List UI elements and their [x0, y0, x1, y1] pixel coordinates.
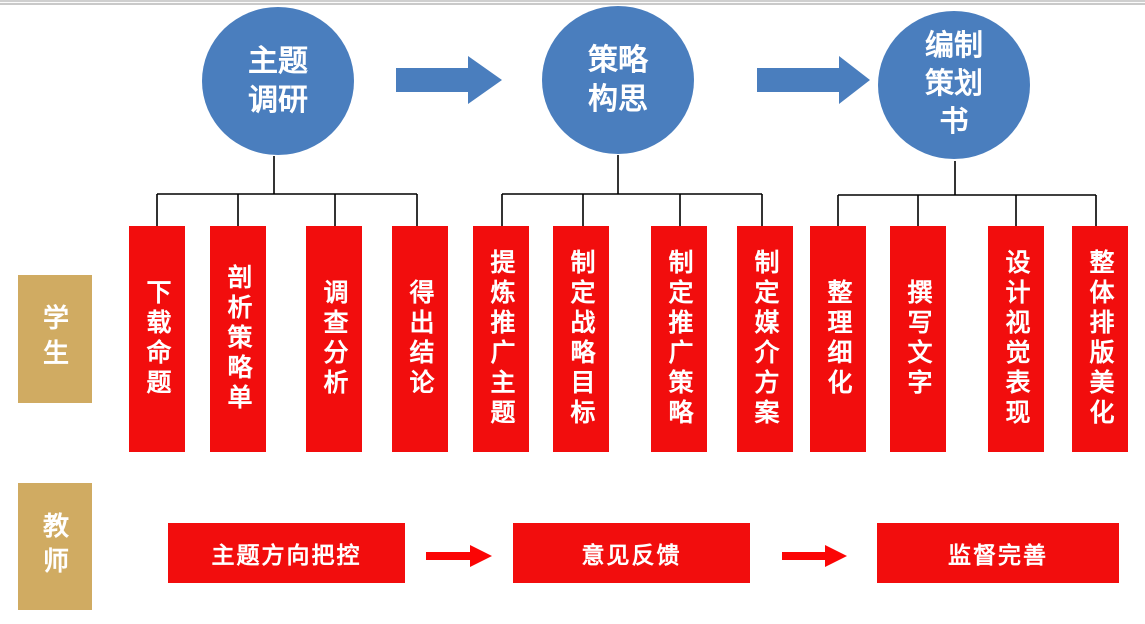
- student-task-bar: 提炼推广主题: [473, 226, 529, 452]
- teacher-flow-arrow-icon-1: [426, 545, 492, 567]
- teacher-task-box-direction-control: 主题方向把控: [168, 523, 405, 583]
- student-task-bar: 得出结论: [392, 226, 448, 452]
- flow-arrow-icon-2: [757, 56, 870, 104]
- top-border-strip: [0, 0, 1145, 5]
- student-task-bar: 制定媒介方案: [737, 226, 793, 452]
- student-task-bar: 下载命题: [129, 226, 185, 452]
- phase-circle-topic-research: 主题 调研: [202, 7, 354, 155]
- teacher-task-box-supervision: 监督完善: [877, 523, 1119, 583]
- student-task-bar: 整体排版美化: [1072, 226, 1128, 452]
- role-label-teacher: 教师: [18, 483, 92, 610]
- student-task-bar: 撰写文字: [890, 226, 946, 452]
- connector-topic-research: [156, 156, 418, 227]
- student-task-bar: 整理细化: [810, 226, 866, 452]
- phase-circle-plan-writing: 编制 策划 书: [878, 11, 1030, 159]
- teacher-task-box-feedback: 意见反馈: [513, 523, 750, 583]
- student-task-bar: 调查分析: [306, 226, 362, 452]
- connector-plan-writing: [837, 161, 1097, 227]
- flow-arrow-icon-1: [396, 56, 502, 104]
- student-task-bar: 制定推广策略: [651, 226, 707, 452]
- student-task-bar: 设计视觉表现: [988, 226, 1044, 452]
- teacher-flow-arrow-icon-2: [782, 545, 847, 567]
- phase-circle-strategy-conception: 策略 构思: [542, 6, 694, 154]
- role-label-student: 学生: [18, 275, 92, 403]
- connector-strategy-conception: [501, 155, 763, 227]
- student-task-bar: 剖析策略单: [210, 226, 266, 452]
- student-task-bar: 制定战略目标: [553, 226, 609, 452]
